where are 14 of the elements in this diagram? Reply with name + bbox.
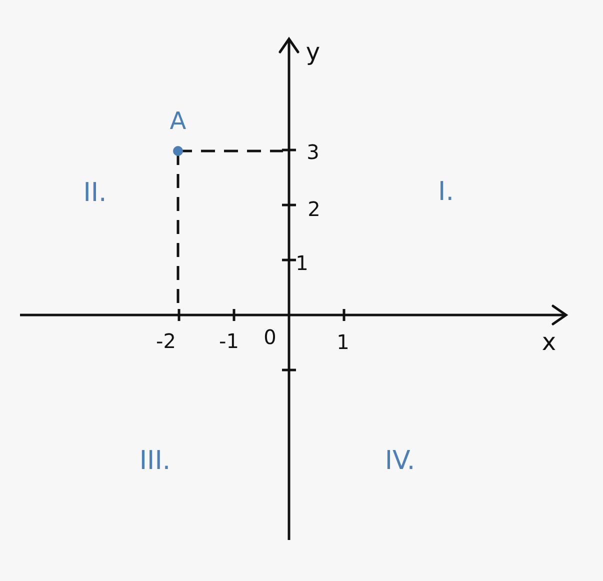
tick-label: 3 — [306, 142, 320, 162]
tick-label: 1 — [296, 253, 308, 273]
axis-label: x — [542, 330, 556, 354]
tick-label: -1 — [219, 331, 239, 351]
tick-label: 1 — [336, 332, 350, 352]
point-label: A — [170, 109, 186, 133]
axis-label: y — [306, 40, 320, 64]
quadrant-label: II. — [83, 180, 107, 206]
tick-label: 2 — [308, 199, 320, 219]
quadrant-label: III. — [139, 448, 171, 474]
quadrant-label: I. — [438, 179, 454, 205]
tick-label: 0 — [264, 327, 276, 347]
quadrant-label: IV. — [384, 448, 416, 474]
tick-label: -2 — [156, 331, 176, 351]
